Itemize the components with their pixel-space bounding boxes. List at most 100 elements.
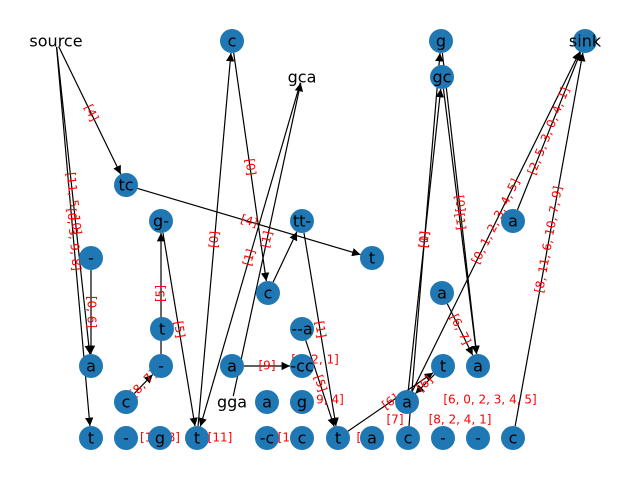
node-label: a xyxy=(508,212,518,231)
edge-label: [5] xyxy=(311,373,330,394)
edge-c_b3-g_top xyxy=(408,52,444,427)
node-t_b1: t xyxy=(79,426,103,450)
node-circle xyxy=(79,354,103,378)
edge-label: [0] xyxy=(452,194,468,212)
node-circle xyxy=(396,426,420,450)
node-source: source xyxy=(29,32,82,51)
node-circle xyxy=(79,246,103,270)
edge-label: [7] xyxy=(387,413,404,427)
node-label: a xyxy=(262,393,272,412)
node-label: g- xyxy=(153,212,169,231)
node-g_low: g xyxy=(290,390,314,414)
node-g_top: g xyxy=(429,29,453,53)
node-label: gga xyxy=(217,393,247,412)
edge-label: [0, 3, 9, 8] xyxy=(64,208,83,272)
edge-dash_a-t_b3 xyxy=(305,340,336,427)
node-label: g xyxy=(155,429,165,448)
edge-label: [1] xyxy=(452,212,468,231)
node-label: c xyxy=(298,429,307,448)
edge-label: [1] xyxy=(240,247,258,267)
node-c_b2: c xyxy=(290,426,314,450)
edge-label: [8, 11, 6, 10, 7, 9] xyxy=(532,185,565,294)
edge-label: [0] xyxy=(242,158,258,177)
node-a_right: a xyxy=(501,209,525,233)
node-label: c xyxy=(509,429,518,448)
node-label: c xyxy=(264,284,273,303)
node-dash_b2: - xyxy=(431,426,455,450)
edge-label: [9] xyxy=(259,359,276,373)
node-sink: sink xyxy=(569,29,602,53)
node-label: c xyxy=(404,429,413,448)
edge-g_top-a_r3 xyxy=(441,52,480,355)
node-cc: -cc xyxy=(290,354,314,378)
edge-c_mid-ttdash xyxy=(272,231,298,283)
node-t_r: t xyxy=(431,354,455,378)
node-dash_left: - xyxy=(79,246,103,270)
node-a_mid_right: a xyxy=(430,281,454,305)
edge-a_right-sink xyxy=(516,51,582,211)
node-circle xyxy=(185,426,209,450)
node-circle xyxy=(429,29,453,53)
node-dash_a: --a xyxy=(290,317,314,341)
node-circle xyxy=(326,426,350,450)
node-circle xyxy=(114,390,138,414)
edge-label: [1] xyxy=(416,230,432,248)
edge-a_r2-sink xyxy=(411,51,581,392)
node-c_b4: c xyxy=(501,426,525,450)
node-label: -cc xyxy=(290,357,313,376)
node-a_r3: a xyxy=(466,354,490,378)
node-label: - xyxy=(88,249,94,268)
node-circle xyxy=(501,426,525,450)
node-circle xyxy=(114,426,138,450)
node-circle xyxy=(501,209,525,233)
edge-label: [5] xyxy=(154,285,168,302)
node-label: gc xyxy=(433,68,452,87)
edge-t_b3-t_r xyxy=(347,372,434,432)
node-label: a xyxy=(402,393,412,412)
edge-label: [2, 5, 3, 0, 4, 1] xyxy=(525,85,573,177)
node-label: g xyxy=(436,32,446,51)
node-label: sink xyxy=(569,32,602,51)
node-label: t xyxy=(194,429,200,448)
node-t_left: t xyxy=(150,317,174,341)
node-circle xyxy=(114,173,138,197)
node-circle xyxy=(360,426,384,450)
edge-label: [4] xyxy=(239,212,259,230)
node-c_top: c xyxy=(220,29,244,53)
node-gc: gc xyxy=(430,65,454,89)
node-label: t xyxy=(335,429,341,448)
node-circle xyxy=(431,354,455,378)
node-circle xyxy=(255,390,279,414)
node-label: source xyxy=(29,32,82,51)
edge-label: [1] xyxy=(258,230,275,250)
node-dash_b3: - xyxy=(466,426,490,450)
node-circle xyxy=(290,390,314,414)
node-c_low: c xyxy=(114,390,138,414)
node-c_mid: c xyxy=(256,281,280,305)
edge-label: [1] xyxy=(312,320,329,339)
edge-label: [6, 0, 2, 3, 4, 5] xyxy=(443,393,536,407)
node-label: t xyxy=(88,429,94,448)
node-label: t xyxy=(440,357,446,376)
edge-label: [0, 6] xyxy=(85,296,99,328)
edge-label: [0] xyxy=(206,230,221,248)
node-label: gca xyxy=(288,68,317,87)
node-tc: tc xyxy=(114,173,138,197)
node-a_center: a xyxy=(220,354,244,378)
node-c_b1: -c xyxy=(255,426,279,450)
edge-a_mid_right-a_r3 xyxy=(446,303,474,356)
edge-gga-gca xyxy=(232,82,304,397)
node-label: a xyxy=(86,357,96,376)
edge-t_b2-c_top xyxy=(197,52,235,427)
node-circle xyxy=(573,29,597,53)
node-gga: gga xyxy=(217,393,247,412)
node-circle xyxy=(220,354,244,378)
node-label: - xyxy=(475,429,481,448)
node-circle xyxy=(79,426,103,450)
node-label: t xyxy=(369,249,375,268)
edge-c_low-dash2 xyxy=(133,374,154,394)
node-label: t xyxy=(159,320,165,339)
node-label: - xyxy=(123,429,129,448)
